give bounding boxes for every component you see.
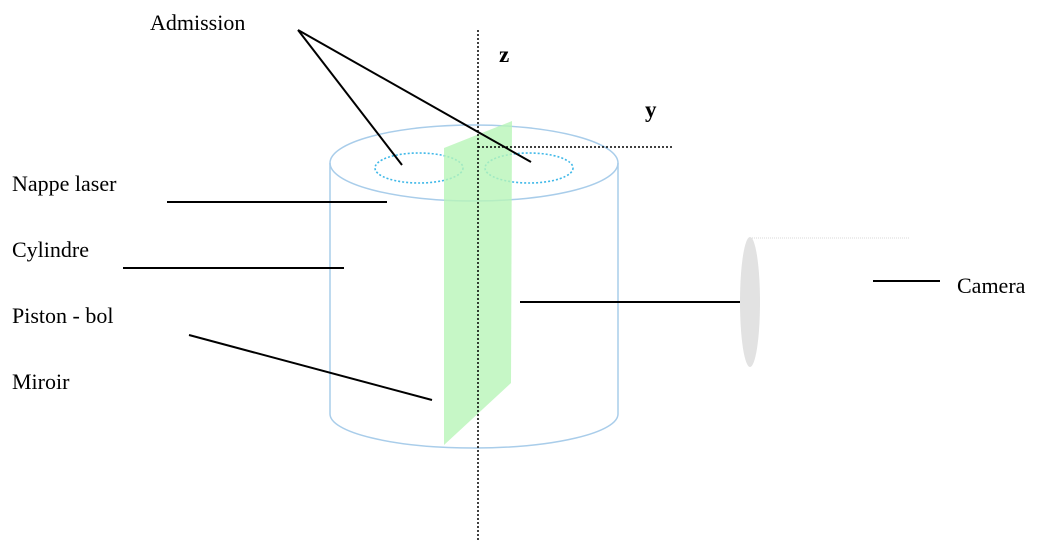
admission-leader-left	[297, 29, 403, 166]
piston-bol-label: Piston - bol	[12, 303, 114, 328]
miroir-label: Miroir	[12, 369, 70, 394]
y-axis-label: y	[645, 97, 657, 122]
label-leaders	[123, 201, 940, 401]
admission-label: Admission	[150, 10, 246, 35]
cylinder-bottom-rim	[329, 413, 619, 449]
admission-leader-right	[297, 29, 532, 163]
camera-lens	[740, 237, 760, 367]
camera-label: Camera	[957, 273, 1026, 298]
cylindre-label: Cylindre	[12, 237, 89, 262]
inlet-port-right	[484, 152, 574, 184]
z-axis-label: z	[499, 42, 510, 67]
miroir-leader	[188, 334, 433, 401]
admission-leaders	[297, 29, 532, 166]
nappe-laser-label: Nappe laser	[12, 171, 117, 196]
